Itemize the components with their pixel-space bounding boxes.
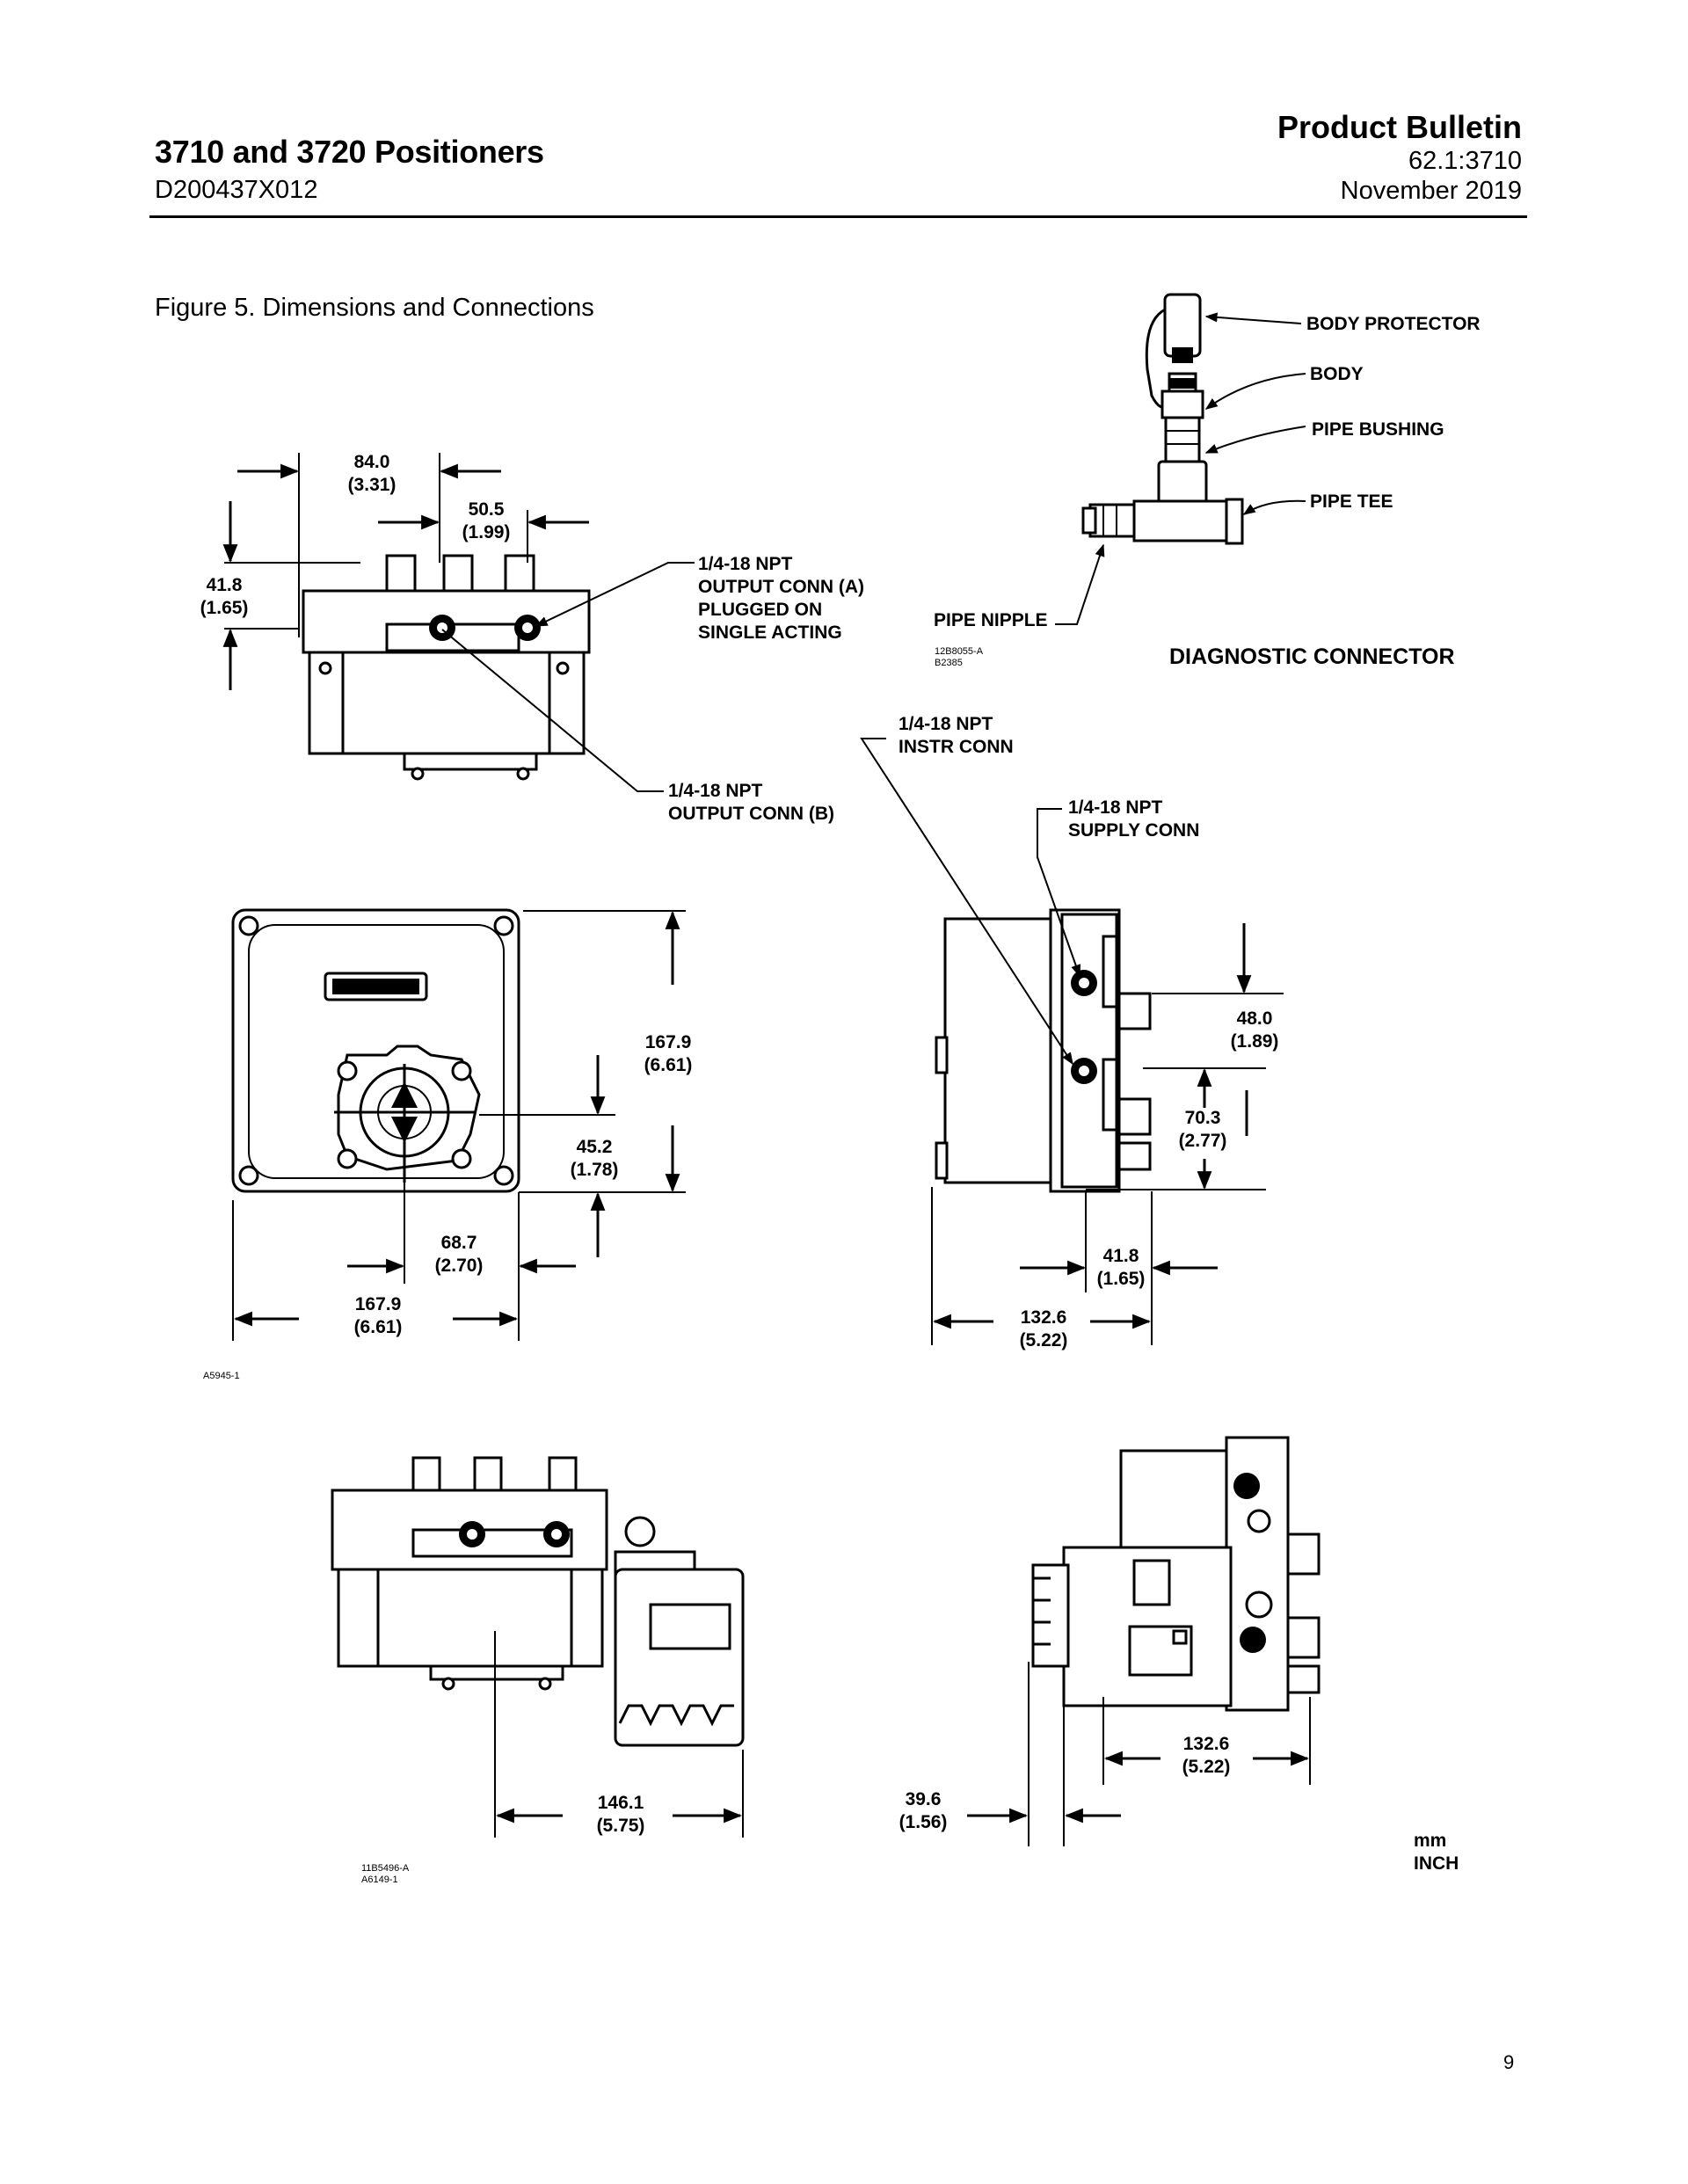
dim-top-conn-spacing-inch: (1.99): [462, 522, 511, 542]
document-title: 3710 and 3720 Positioners: [155, 134, 544, 170]
bottom-right-drawing: [1031, 1436, 1321, 1712]
page-number: 9: [1503, 2051, 1515, 2073]
front-view-drawing: [231, 908, 520, 1193]
side-view-drawing: [935, 908, 1152, 1193]
header-rule: [149, 215, 1527, 218]
ref-code-connector-1: 12B8055-A: [935, 646, 984, 657]
dim-side-70: 70.3: [1185, 1108, 1221, 1128]
label-pipe-bushing: PIPE BUSHING: [1312, 419, 1444, 440]
bulletin-label: Product Bulletin: [1277, 109, 1522, 145]
dim-top-conn-spacing: 50.5: [469, 499, 505, 520]
dim-side-41: 41.8: [1103, 1246, 1139, 1266]
label-body-protector: BODY PROTECTOR: [1306, 314, 1481, 334]
dim-bottom-146-inch: (5.75): [597, 1816, 645, 1836]
dim-bottom-right-132: 132.6: [1183, 1734, 1230, 1754]
conn-b-line-2: OUTPUT CONN (B): [668, 804, 834, 824]
dim-top-width: 84.0: [354, 452, 390, 472]
label-body: BODY: [1310, 364, 1364, 384]
figure-title: Figure 5. Dimensions and Connections: [155, 294, 594, 322]
diagnostic-connector-drawing: [1081, 293, 1244, 545]
dim-side-48: 48.0: [1237, 1008, 1273, 1029]
diagnostic-connector-caption: DIAGNOSTIC CONNECTOR: [1169, 644, 1455, 669]
dim-front-width-inch: (6.61): [354, 1317, 403, 1337]
conn-a-line-3: PLUGGED ON: [698, 600, 822, 620]
bottom-left-drawing: [331, 1456, 745, 1747]
supply-conn-line-1: 1/4-18 NPT: [1068, 797, 1163, 818]
ref-code-bottom-1: 11B5496-A: [361, 1863, 410, 1874]
dim-front-offset-68: 68.7: [441, 1233, 477, 1253]
dim-bottom-146: 146.1: [598, 1793, 644, 1813]
dim-side-48-inch: (1.89): [1231, 1031, 1279, 1052]
conn-a-line-4: SINGLE ACTING: [698, 622, 842, 643]
conn-b-line-1: 1/4-18 NPT: [668, 781, 763, 801]
bulletin-info: Product Bulletin 62.1:3710 November 2019: [1277, 109, 1522, 206]
dim-side-132-inch: (5.22): [1020, 1330, 1068, 1350]
dim-side-70-inch: (2.77): [1179, 1131, 1227, 1151]
conn-a-line-1: 1/4-18 NPT: [698, 554, 793, 574]
dim-front-offset-45-inch: (1.78): [571, 1160, 619, 1180]
dim-bottom-right-39: 39.6: [906, 1789, 942, 1809]
unit-mm: mm: [1414, 1831, 1446, 1851]
dim-top-height: 41.8: [207, 575, 243, 595]
ref-code-front: A5945-1: [203, 1371, 240, 1381]
dim-front-width: 167.9: [355, 1294, 402, 1314]
label-pipe-nipple: PIPE NIPPLE: [934, 610, 1048, 630]
bulletin-date: November 2019: [1340, 177, 1522, 205]
label-pipe-tee: PIPE TEE: [1310, 491, 1393, 512]
dim-side-132: 132.6: [1021, 1307, 1067, 1328]
conn-a-line-2: OUTPUT CONN (A): [698, 577, 864, 597]
dim-bottom-right-132-inch: (5.22): [1182, 1757, 1231, 1777]
bulletin-number: 62.1:3710: [1408, 147, 1522, 175]
dim-side-41-inch: (1.65): [1097, 1269, 1146, 1289]
dim-front-height-inch: (6.61): [644, 1055, 693, 1075]
supply-conn-line-2: SUPPLY CONN: [1068, 820, 1199, 841]
dim-front-offset-68-inch: (2.70): [435, 1256, 484, 1276]
dim-bottom-right-39-inch: (1.56): [899, 1812, 948, 1832]
dim-front-height: 167.9: [645, 1032, 692, 1052]
document-number: D200437X012: [155, 176, 318, 204]
instr-conn-line-2: INSTR CONN: [899, 737, 1014, 757]
ref-code-bottom-2: A6149-1: [361, 1875, 398, 1885]
unit-inch: INCH: [1414, 1853, 1459, 1874]
dim-top-width-inch: (3.31): [348, 475, 397, 495]
dim-front-offset-45: 45.2: [577, 1137, 613, 1157]
dim-top-height-inch: (1.65): [200, 598, 249, 618]
ref-code-connector-2: B2385: [935, 658, 963, 668]
top-view-drawing: [302, 554, 591, 781]
instr-conn-line-1: 1/4-18 NPT: [899, 714, 993, 734]
